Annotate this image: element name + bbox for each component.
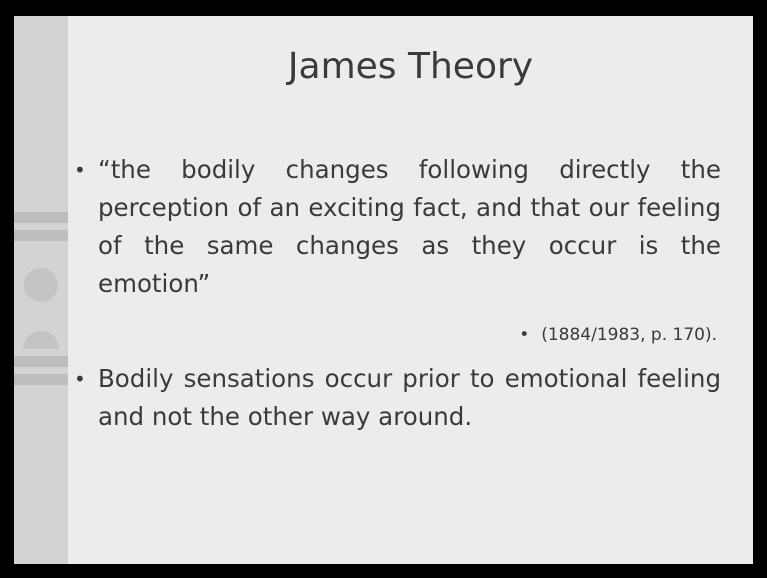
- slide-title: James Theory: [287, 46, 534, 87]
- bullet-marker: •: [74, 158, 86, 182]
- band-circle: [24, 268, 58, 302]
- band-stripe: [14, 230, 68, 241]
- band-half-circle: [23, 331, 59, 349]
- bullet-claim: • Bodily sensations occur prior to emoti…: [74, 360, 721, 436]
- bullet-marker: •: [74, 367, 86, 391]
- slide: James Theory • “the bodily changes follo…: [14, 16, 753, 564]
- band-stripe: [14, 374, 68, 385]
- citation: • (1884/1983, p. 170).: [519, 325, 717, 345]
- citation-text: (1884/1983, p. 170).: [541, 325, 717, 345]
- bullet-text: Bodily sensations occur prior to emotion…: [98, 364, 721, 431]
- bullet-quote: • “the bodily changes following directly…: [74, 151, 721, 303]
- slide-side-band: [14, 16, 68, 564]
- citation-marker: •: [519, 325, 530, 345]
- band-stripe: [14, 212, 68, 223]
- band-stripe: [14, 356, 68, 367]
- bullet-text: “the bodily changes following directly t…: [98, 155, 721, 298]
